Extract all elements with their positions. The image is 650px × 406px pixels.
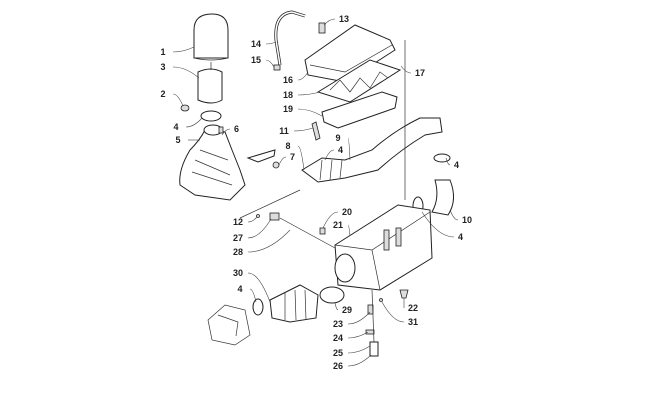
callout-leader-line <box>324 149 335 161</box>
callout-leader-line <box>347 311 371 325</box>
callout-leader-line <box>172 46 195 53</box>
callout-leader-line <box>297 71 309 81</box>
clamp <box>319 286 345 304</box>
callout-number-1: 1 <box>160 47 165 57</box>
callout-leader-line <box>297 108 323 117</box>
callout-leader-line <box>297 91 321 96</box>
callout-leader-line <box>278 156 287 166</box>
part-drawings <box>179 10 454 357</box>
callout-number-2: 2 <box>160 89 165 99</box>
callout-number-6: 6 <box>234 124 239 134</box>
callout-leader-line <box>247 229 291 253</box>
nut <box>272 161 280 169</box>
callout-number-11: 11 <box>279 126 289 136</box>
carburetor <box>207 304 251 346</box>
callout-number-4: 4 <box>173 122 178 132</box>
grommet <box>399 289 409 299</box>
intake-duct <box>301 117 443 183</box>
callout-number-21: 21 <box>333 220 343 230</box>
callout-number-28: 28 <box>233 247 243 257</box>
callout-number-16: 16 <box>283 75 293 85</box>
callout-leader-line <box>445 157 451 166</box>
elbow <box>431 179 454 216</box>
callout-leader-line <box>293 127 314 132</box>
callout-leader-line <box>265 59 275 68</box>
airbox-cover <box>304 24 396 83</box>
carburetor-boot <box>269 284 319 323</box>
callout-leader-line <box>347 331 369 339</box>
callout-number-30: 30 <box>233 268 243 278</box>
callout-number-18: 18 <box>283 90 293 100</box>
bracket <box>246 149 276 163</box>
callout-number-4: 4 <box>338 145 343 155</box>
callout-leader-line <box>172 93 184 107</box>
callout-leader-line <box>449 209 459 221</box>
callout-number-29: 29 <box>342 305 352 315</box>
clip <box>319 227 326 235</box>
callout-number-17: 17 <box>415 68 425 78</box>
callout-leader-line <box>347 224 351 237</box>
callout-leader-line <box>347 345 371 354</box>
callout-leader-line <box>297 145 305 171</box>
callout-number-19: 19 <box>283 104 293 114</box>
callout-leader-line <box>265 41 277 45</box>
air-filter <box>197 68 223 104</box>
callout-number-23: 23 <box>333 319 343 329</box>
callout-leader-line <box>322 211 339 229</box>
clamp <box>200 110 222 122</box>
callout-leader-line <box>323 18 336 26</box>
callout-number-14: 14 <box>251 39 261 49</box>
callout-number-4: 4 <box>237 284 242 294</box>
drain-cap <box>369 341 379 357</box>
callout-number-3: 3 <box>160 62 165 72</box>
silencer-plate <box>321 91 398 129</box>
clamp <box>433 153 451 163</box>
gasket <box>316 59 402 103</box>
callout-leader-line <box>247 272 271 303</box>
callout-leader-line <box>347 354 372 367</box>
screw <box>218 126 224 134</box>
seal <box>311 121 321 141</box>
breather-hose <box>274 10 306 66</box>
callout-leader-line <box>185 117 203 128</box>
callout-leader-line <box>247 218 272 239</box>
callout-leader-line <box>221 128 231 136</box>
callout-number-8: 8 <box>285 141 290 151</box>
callout-number-27: 27 <box>233 233 243 243</box>
sensor <box>269 212 280 221</box>
intake-housing <box>179 129 246 201</box>
callout-leader-line <box>347 137 351 161</box>
callout-number-10: 10 <box>462 215 472 225</box>
callout-number-4: 4 <box>458 232 463 242</box>
callout-number-24: 24 <box>333 333 343 343</box>
filter-cover <box>193 13 229 59</box>
fitting <box>318 22 326 34</box>
callout-leader-line <box>400 65 412 74</box>
callout-number-13: 13 <box>339 14 349 24</box>
hose-clip <box>273 64 281 71</box>
callout-number-26: 26 <box>333 361 343 371</box>
grommet <box>180 104 190 112</box>
callout-leader-line <box>249 288 257 303</box>
callout-leader-line <box>172 66 200 79</box>
callout-number-15: 15 <box>251 55 261 65</box>
clamp <box>252 298 264 316</box>
callout-number-7: 7 <box>290 152 295 162</box>
callout-number-5: 5 <box>175 135 180 145</box>
callout-number-20: 20 <box>342 207 352 217</box>
callout-leader-line <box>381 301 405 323</box>
callout-leader-line <box>247 216 258 223</box>
callout-number-12: 12 <box>233 217 243 227</box>
callout-number-4: 4 <box>454 160 459 170</box>
callout-leader-line <box>421 211 455 238</box>
callout-number-31: 31 <box>408 317 418 327</box>
callout-number-22: 22 <box>408 303 418 313</box>
callout-leader-line <box>334 302 339 311</box>
callout-number-25: 25 <box>333 348 343 358</box>
callout-number-9: 9 <box>335 133 340 143</box>
